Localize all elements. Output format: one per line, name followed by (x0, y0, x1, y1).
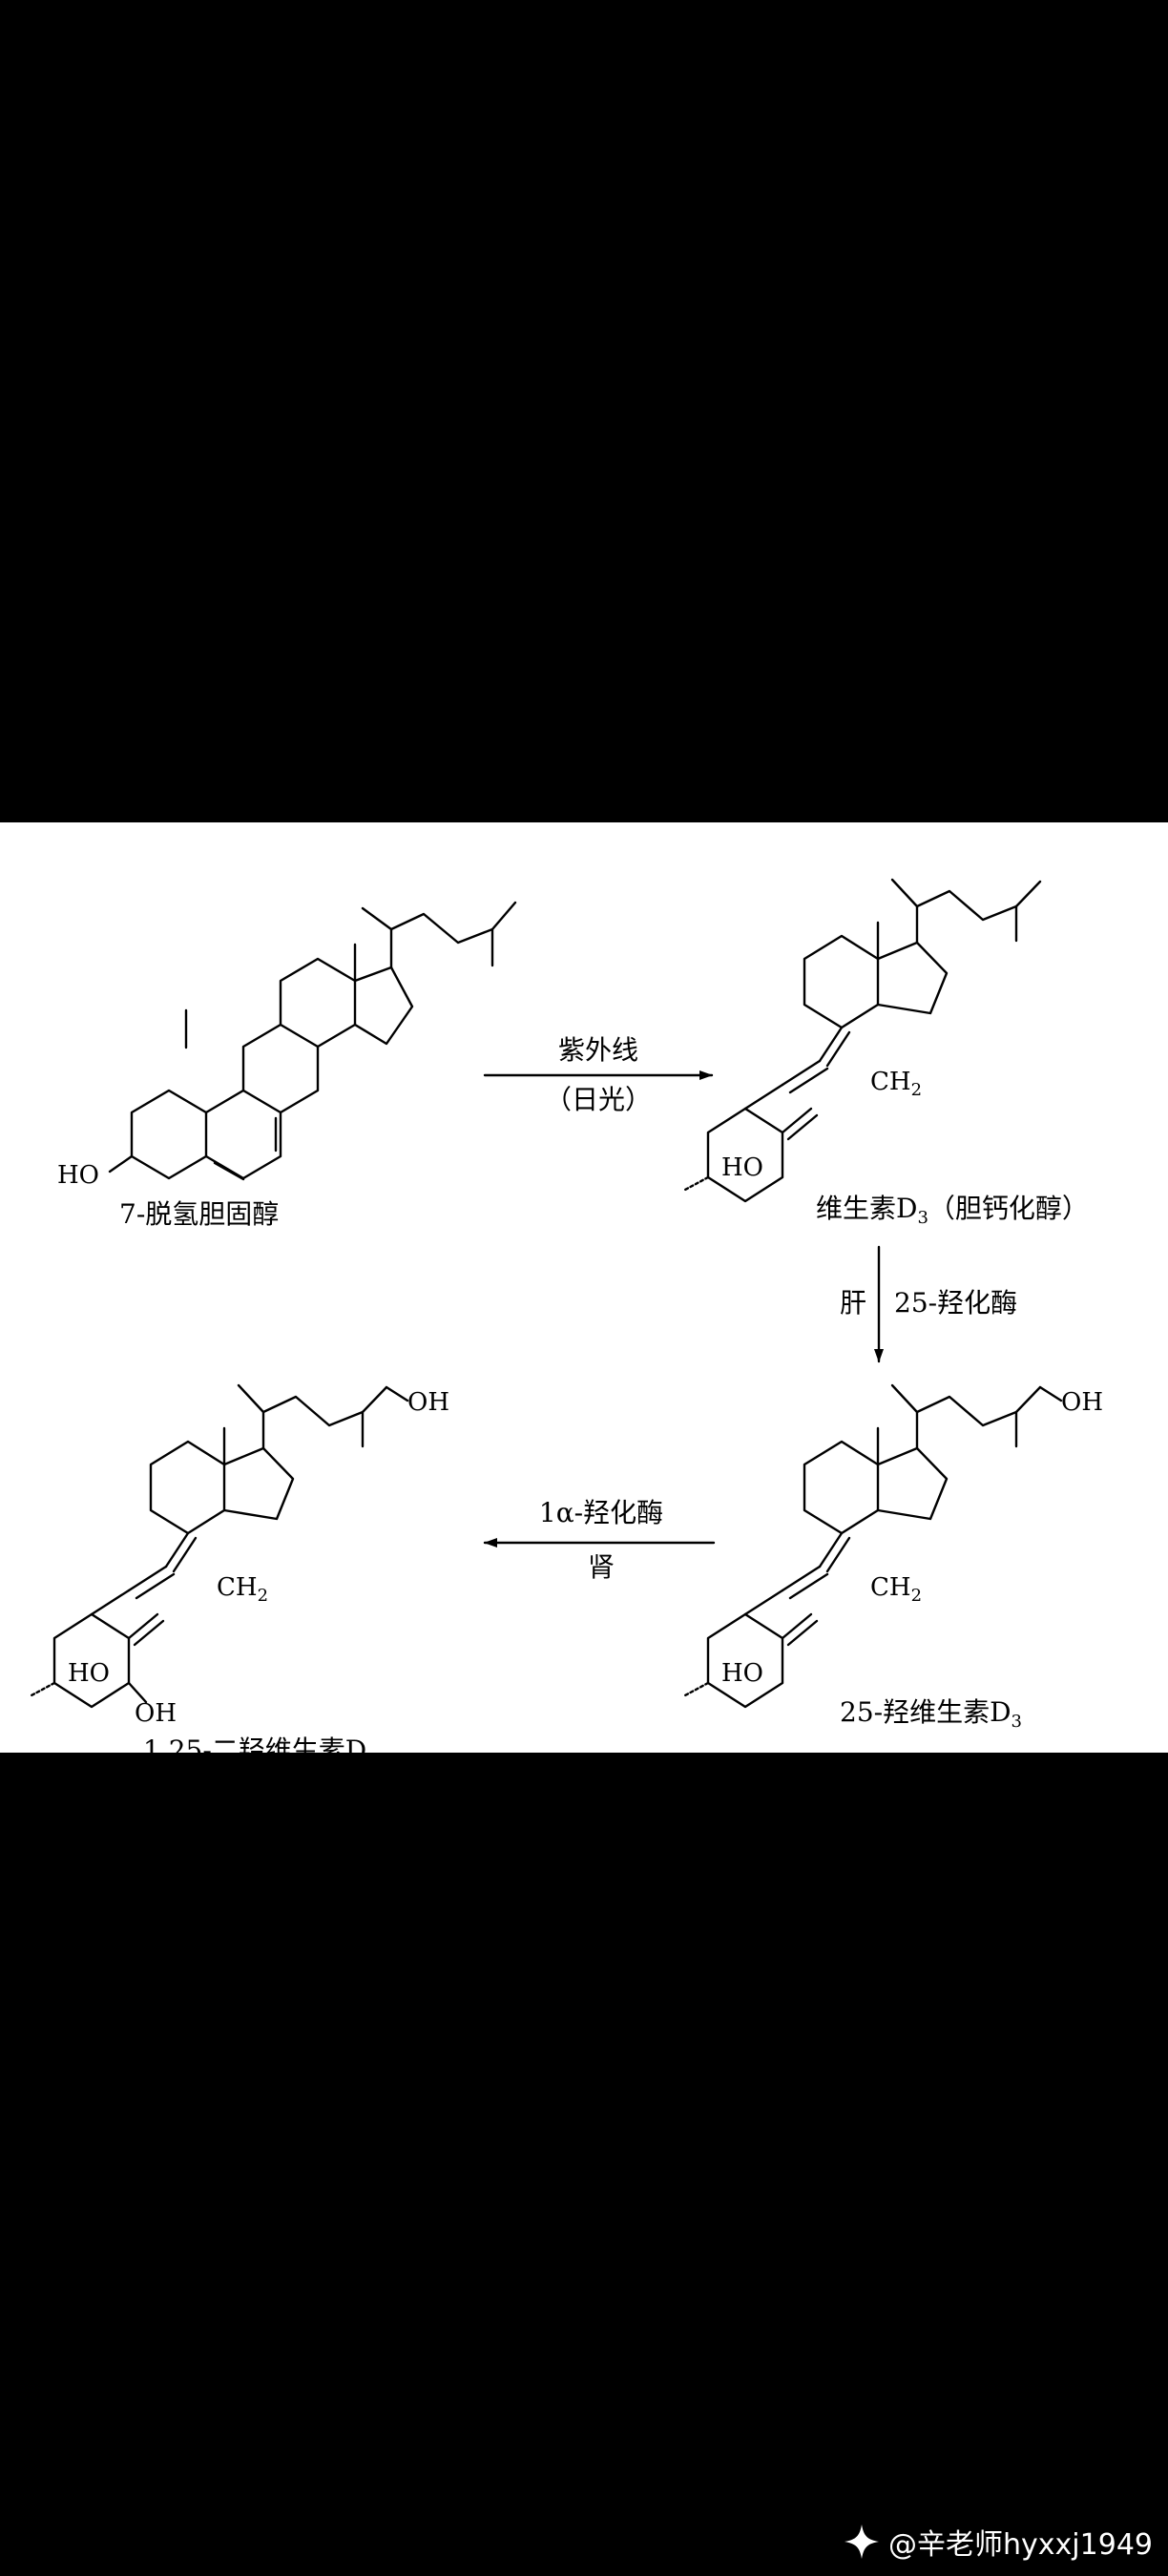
ch2-label: CH2 (870, 1068, 922, 1100)
compound-name: 1,25-二羟维生素D3 (143, 1735, 378, 1753)
oh-label: OH (1061, 1388, 1103, 1417)
arrow-kidney: 1α-羟化酶 肾 (483, 1497, 716, 1583)
ho-label: HO (57, 1161, 99, 1190)
arrow-kidney-bottom: 肾 (588, 1551, 615, 1583)
compound-name: 7-脱氢胆固醇 (119, 1198, 279, 1230)
compound-name: 维生素D3（胆钙化醇） (816, 1193, 1089, 1228)
reaction-diagram: HO 7-脱氢胆固醇 紫外线 （日光） CH2 HO 维生素D3（胆钙化醇） 肝… (30, 878, 1103, 1753)
sparkle-logo-icon (845, 2524, 880, 2559)
compound-25-hydroxy-d3: OH CH2 HO 25-羟维生素D3 (683, 1383, 1103, 1732)
diagram-panel: HO 7-脱氢胆固醇 紫外线 （日光） CH2 HO 维生素D3（胆钙化醇） 肝… (0, 822, 1168, 1753)
ho-label: HO (721, 1153, 763, 1182)
ch2-label: CH2 (217, 1573, 268, 1606)
compound-7-dehydrocholesterol: HO 7-脱氢胆固醇 (57, 901, 517, 1230)
arrow-uv: 紫外线 （日光） (483, 1034, 714, 1115)
compound-name: 25-羟维生素D3 (840, 1696, 1022, 1732)
ch2-label: CH2 (870, 1573, 922, 1606)
arrow-uv-bottom: （日光） (545, 1084, 652, 1115)
compound-1-25-dihydroxy-d3: OH CH2 HO OH 1,25-二羟维生素D3 (30, 1383, 449, 1753)
oh1-label: OH (135, 1699, 177, 1728)
ho-label: HO (68, 1659, 110, 1688)
ho-label: HO (721, 1659, 763, 1688)
oh25-label: OH (407, 1388, 449, 1417)
watermark: @辛老师hyxxj1949 (841, 2521, 1153, 2563)
arrow-liver-left: 肝 (840, 1287, 866, 1319)
arrow-liver: 肝 25-羟化酶 (840, 1245, 1017, 1363)
arrow-uv-top: 紫外线 (558, 1034, 638, 1066)
watermark-text: @辛老师hyxxj1949 (888, 2528, 1153, 2562)
arrow-liver-right: 25-羟化酶 (894, 1287, 1017, 1319)
arrow-kidney-top: 1α-羟化酶 (539, 1497, 663, 1528)
compound-vitamin-d3: CH2 HO 维生素D3（胆钙化醇） (683, 878, 1089, 1228)
